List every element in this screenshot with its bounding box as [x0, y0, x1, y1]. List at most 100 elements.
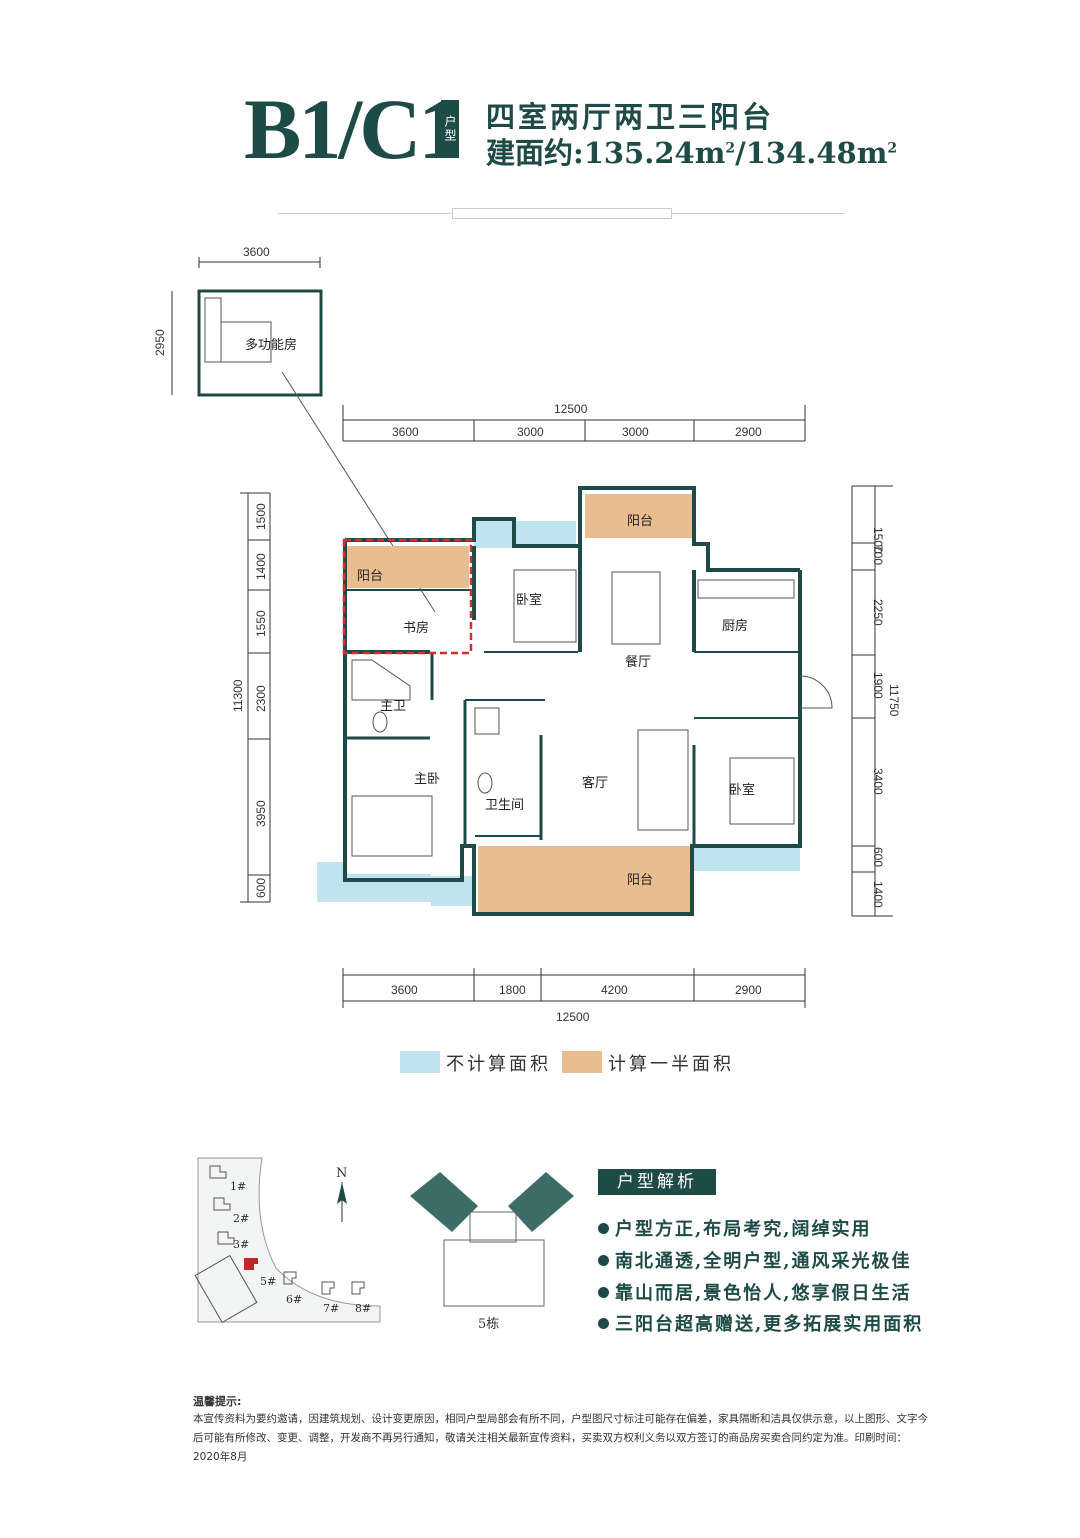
building-label-1: 1# — [230, 1180, 246, 1193]
room-label-bath: 卫生间 — [485, 798, 524, 813]
analysis-item-text: 南北通透,全明户型,通风采光极佳 — [615, 1251, 912, 1272]
master-bathtub — [351, 659, 411, 701]
right-total-dim: 11750 — [887, 684, 901, 717]
unit-code: B1/C1 — [244, 81, 461, 177]
legend-half-area-swatch — [562, 1051, 602, 1073]
top-dim-2: 3000 — [622, 425, 649, 439]
legend-half-area-label: 计算一半面积 — [608, 1054, 734, 1075]
north-arrow-icon — [337, 1182, 347, 1204]
bottom-dim-0: 3600 — [391, 983, 418, 997]
building-5-highlight — [244, 1258, 258, 1270]
room-label-balcony-study: 阳台 — [357, 569, 383, 584]
top-dimensions: 12500 3600 3000 3000 2900 — [342, 402, 806, 442]
multi-room-label: 多功能房 — [245, 337, 297, 353]
analysis-item-text: 靠山而居,景色怡人,悠享假日生活 — [615, 1283, 912, 1304]
zone-ac-se — [694, 845, 736, 871]
area-sup-2: 2 — [887, 140, 898, 157]
site-buildings — [194, 1165, 365, 1324]
room-label-living: 客厅 — [582, 775, 608, 791]
walls — [343, 486, 802, 916]
zone-ac-se-2 — [736, 845, 800, 871]
analysis-item: 南北通透,全明户型,通风采光极佳 — [598, 1247, 912, 1273]
bottom-dimensions: 3600 1800 4200 2900 12500 — [342, 968, 806, 1024]
unit-area: 建面约:135.24m2/134.48m2 — [486, 130, 897, 172]
building-key-plan: 5栋 — [410, 1172, 574, 1332]
left-dim-4: 3950 — [254, 800, 268, 827]
right-dim-5: 600 — [871, 847, 885, 867]
room-label-balcony-n: 阳台 — [627, 514, 653, 529]
right-dim-0: 1500 — [871, 527, 885, 554]
core-block — [443, 1239, 545, 1307]
building-shape — [321, 1281, 335, 1295]
bedroom-s-bed — [729, 757, 795, 825]
top-total-dim: 12500 — [554, 402, 588, 416]
right-dim-4: 3400 — [871, 768, 885, 795]
multi-room-desk — [220, 321, 272, 363]
room-label-bedroom-s: 卧室 — [729, 782, 755, 798]
room-label-dining: 餐厅 — [625, 654, 651, 670]
top-dim-3: 2900 — [735, 425, 762, 439]
core-center — [469, 1211, 517, 1243]
left-dim-1: 1400 — [254, 553, 268, 580]
site-plan: N 1# 2# 3# 5# 6# 7# 8# — [194, 1157, 381, 1324]
room-label-kitchen: 厨房 — [722, 618, 748, 634]
room-label-balcony-s: 阳台 — [627, 873, 653, 888]
furniture — [351, 569, 795, 857]
left-dim-2: 1550 — [254, 610, 268, 637]
wall-outer-south — [343, 540, 802, 916]
zone-balcony-study — [345, 546, 469, 588]
multi-room-block: 3600 2950 多功能房 — [153, 245, 436, 613]
zone-ac-sw — [317, 862, 345, 902]
zone-balcony-north — [585, 494, 692, 538]
entry-door-swing — [799, 675, 833, 709]
top-dim-1: 3000 — [517, 425, 544, 439]
building-shape — [194, 1254, 258, 1324]
wing-right — [508, 1172, 574, 1232]
area-sup-1: 2 — [725, 140, 736, 157]
analysis-title: 户型解析 — [598, 1169, 716, 1195]
left-total-dim: 11300 — [231, 679, 245, 712]
room-label-bedroom-n: 卧室 — [516, 592, 542, 608]
building-label-7: 7# — [323, 1302, 339, 1315]
area-part-2: /134.48m — [735, 136, 888, 170]
bottom-dim-2: 4200 — [601, 983, 628, 997]
zone-ac-north — [474, 521, 514, 548]
zone-ac-north-2 — [516, 521, 576, 548]
building-label: 5栋 — [478, 1316, 499, 1332]
right-dim-6: 1400 — [871, 881, 885, 908]
left-dimensions: 11300 1500 1400 1550 2300 3950 600 — [231, 492, 271, 903]
building-label-3: 3# — [233, 1238, 249, 1251]
multi-room-outline — [197, 289, 323, 397]
header-divider-tab — [452, 208, 672, 219]
room-label-master-bath: 主卫 — [380, 699, 406, 714]
multi-width-dim: 3600 — [243, 245, 270, 259]
building-shape — [351, 1281, 365, 1295]
building-shape — [217, 1231, 235, 1245]
notice-title: 温馨提示: — [193, 1395, 242, 1408]
left-dim-5: 600 — [254, 878, 268, 898]
bullet-icon — [598, 1223, 609, 1234]
bath-sink — [474, 707, 500, 735]
bedroom-n-bed — [513, 569, 577, 643]
room-label-study: 书房 — [403, 620, 429, 636]
building-shape — [213, 1197, 231, 1211]
site-plan-ground — [197, 1157, 381, 1323]
unit-type-tag: 户型 — [441, 100, 459, 158]
building-shape — [283, 1271, 297, 1285]
analysis-item: 户型方正,布局考究,阔绰实用 — [598, 1215, 872, 1241]
room-label-master-bed: 主卧 — [414, 772, 440, 787]
north-label: N — [336, 1166, 347, 1181]
living-sofa — [637, 729, 689, 831]
wall-outer-north — [345, 486, 800, 572]
top-dim-0: 3600 — [392, 425, 419, 439]
right-dim-2: 2250 — [871, 599, 885, 626]
kitchen-counter — [697, 579, 795, 599]
zone-balcony-south — [478, 846, 690, 914]
multi-room-bed — [204, 297, 222, 363]
right-dim-1: 700 — [871, 545, 885, 565]
wing-left — [410, 1172, 478, 1232]
analysis-item-text: 三阳台超高赠送,更多拓展实用面积 — [615, 1314, 924, 1335]
bath-toilet — [477, 772, 493, 794]
multi-height-dim: 2950 — [153, 329, 167, 356]
